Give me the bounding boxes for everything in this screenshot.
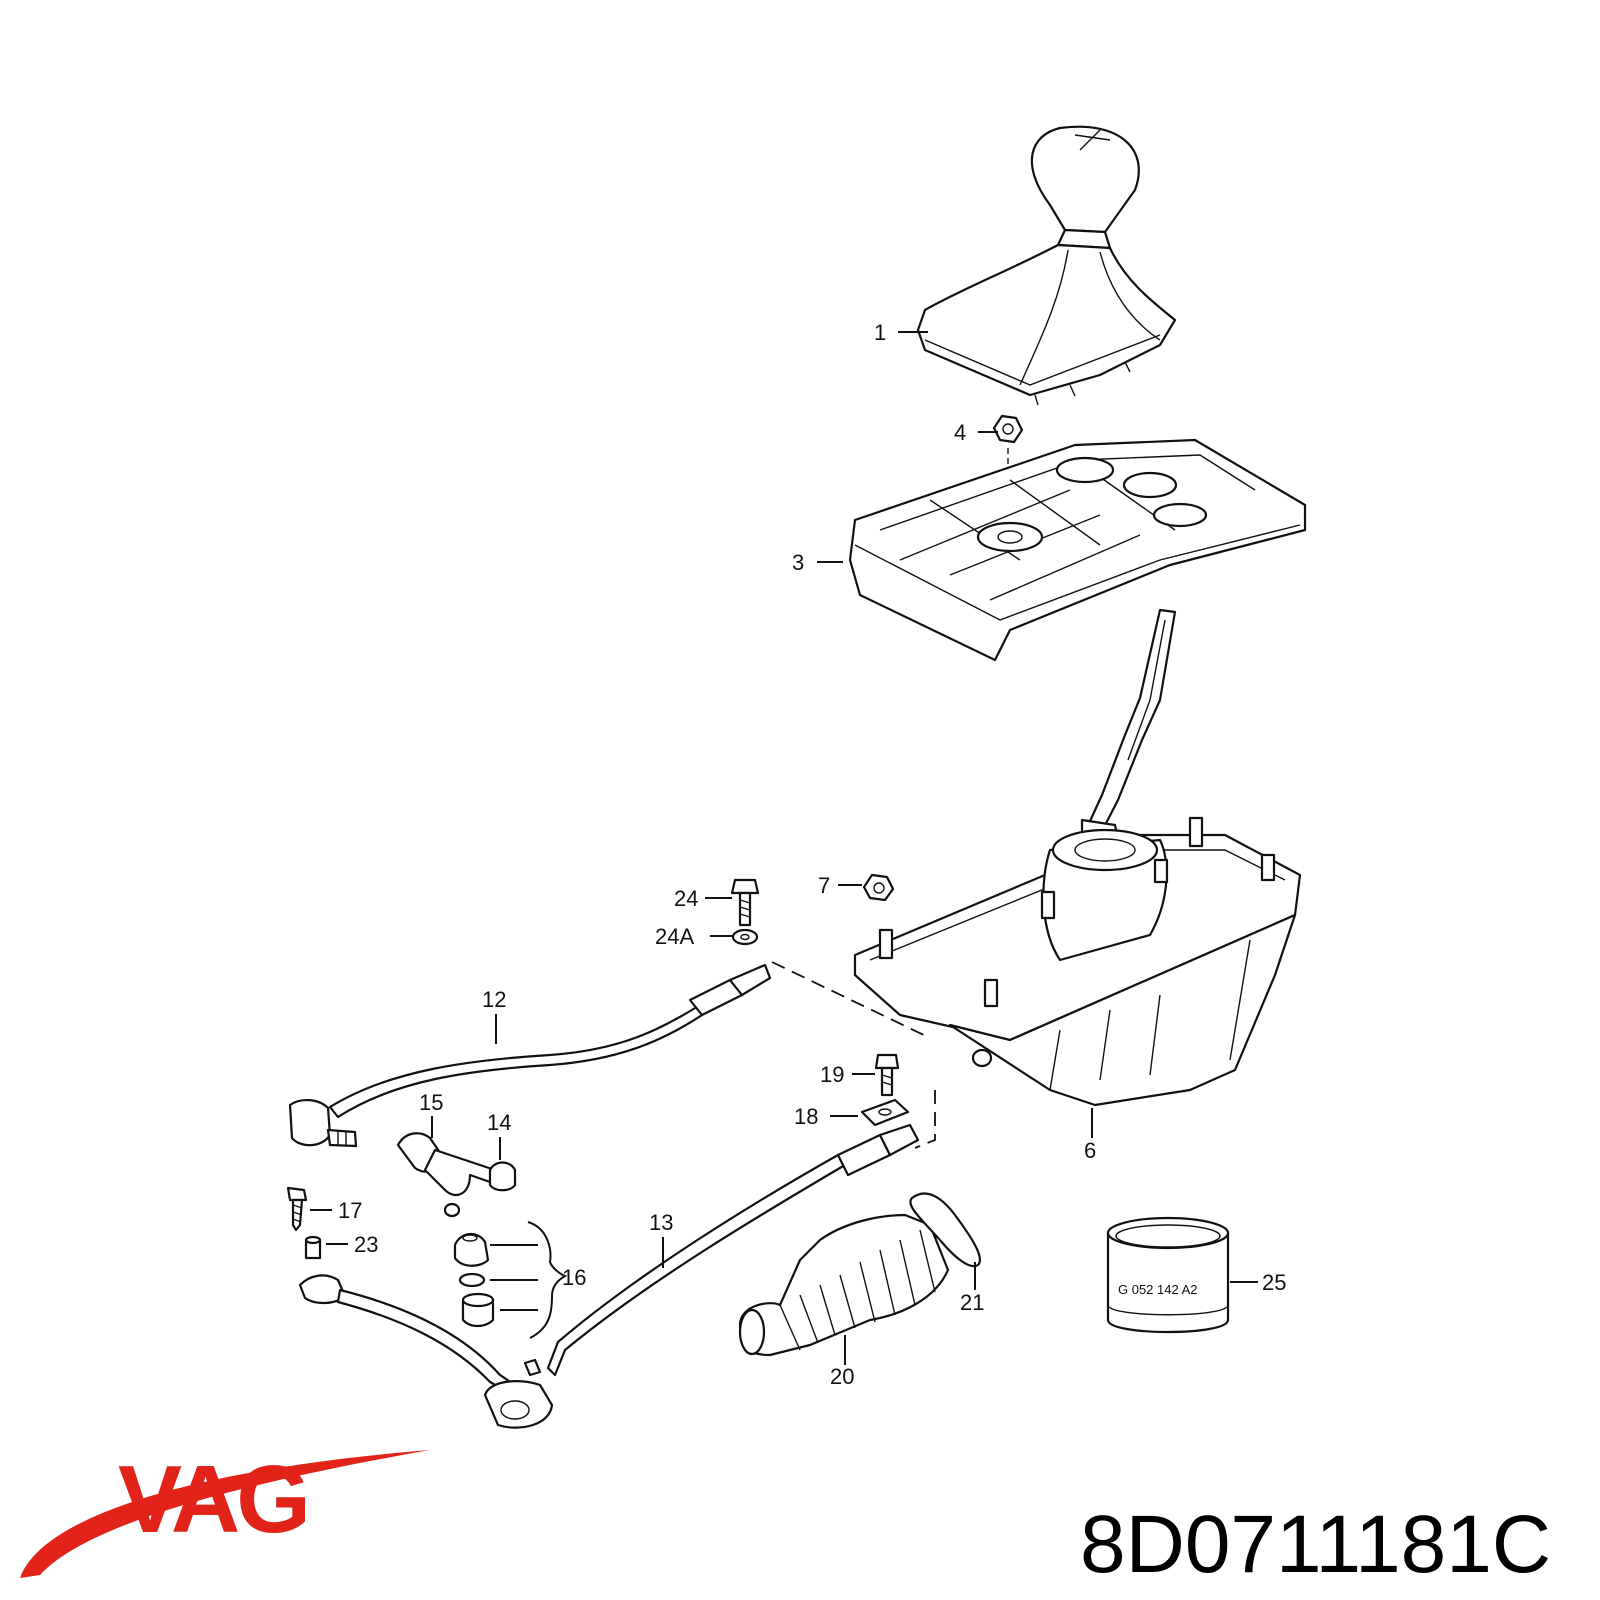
clamp-18	[860, 1098, 910, 1127]
joint-15	[396, 1132, 497, 1218]
callout-18: 18	[794, 1104, 818, 1129]
selector-rod-12	[288, 963, 772, 1148]
gearshift-rod-13	[298, 1123, 920, 1429]
callout-1: 1	[874, 320, 886, 345]
logo-text: VAG	[118, 1446, 307, 1553]
callout-3: 3	[792, 550, 804, 575]
cap-14	[488, 1161, 517, 1192]
callout-21: 21	[960, 1290, 984, 1315]
gear-knob-with-boot	[916, 125, 1177, 406]
callout-16: 16	[562, 1265, 586, 1290]
cover-plate	[848, 438, 1307, 662]
bushing-23	[304, 1235, 322, 1260]
logo-swoosh	[20, 1450, 430, 1578]
callout-7: 7	[818, 873, 830, 898]
callout-20: 20	[830, 1364, 854, 1389]
callout-12: 12	[482, 987, 506, 1012]
vag-logo: VAG	[20, 1446, 430, 1578]
grease-container-25: G 052 142 A2	[1106, 1216, 1230, 1334]
callout-15: 15	[419, 1090, 443, 1115]
gearshift-housing	[853, 816, 1302, 1107]
bolt-24	[730, 878, 760, 927]
housing-studs	[878, 816, 1276, 1008]
callout-17: 17	[338, 1198, 362, 1223]
nut-7	[862, 873, 895, 902]
part-number: 8D0711181C	[1080, 1499, 1551, 1590]
callout-25: 25	[1262, 1270, 1286, 1295]
callout-24: 24	[674, 886, 698, 911]
callout-19: 19	[820, 1062, 844, 1087]
shift-lever	[1080, 608, 1177, 862]
washer-24a	[731, 928, 759, 946]
grease-stamp: G 052 142 A2	[1118, 1282, 1198, 1297]
callout-labels: 1 3 4 6 7 12 13 14 15 16 17 18 19 20 21 …	[338, 320, 1286, 1389]
screw-17	[286, 1186, 308, 1232]
bushing-set-16	[453, 1233, 495, 1328]
alignment-line-13	[914, 1090, 936, 1149]
rubber-boot-20	[738, 1213, 950, 1357]
callout-23: 23	[354, 1232, 378, 1257]
callout-4: 4	[954, 420, 966, 445]
leader-lines	[310, 331, 1258, 1365]
callout-24a: 24A	[655, 924, 694, 949]
bolt-19	[874, 1053, 900, 1097]
callout-6: 6	[1084, 1138, 1096, 1163]
callout-14: 14	[487, 1110, 511, 1135]
ring-21	[909, 1192, 981, 1268]
alignment-line-12	[771, 961, 931, 1039]
callout-13: 13	[649, 1210, 673, 1235]
